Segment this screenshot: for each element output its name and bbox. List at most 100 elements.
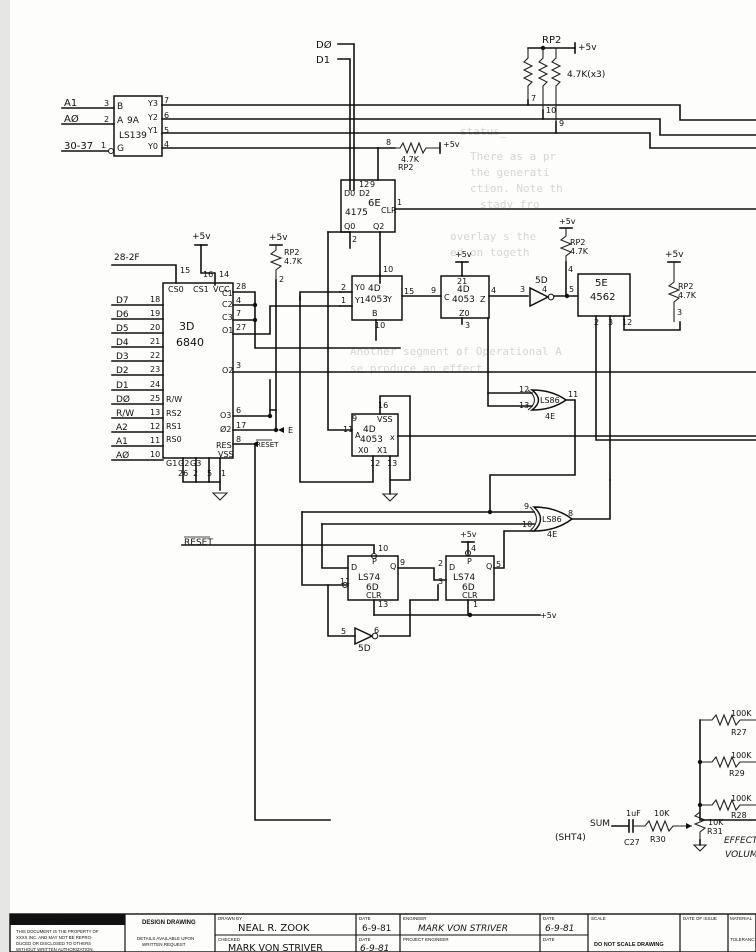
svg-text:D6: D6 [116, 310, 129, 320]
svg-text:2: 2 [279, 275, 284, 284]
svg-text:RS0: RS0 [166, 435, 182, 444]
volume-label: VOLUME [725, 850, 756, 860]
ic-3d-6840 [162, 282, 234, 459]
svg-text:9: 9 [431, 286, 436, 295]
svg-text:+5v: +5v [460, 530, 477, 539]
title-block: PROPRIETARY THIS DOCUMENT IS THE PROPERT… [9, 913, 756, 952]
svg-text:Y1: Y1 [354, 296, 365, 305]
svg-text:2: 2 [341, 283, 346, 292]
svg-text:D3: D3 [116, 352, 129, 362]
svg-text:O2: O2 [222, 366, 233, 375]
svg-text:Ø2: Ø2 [220, 424, 231, 434]
signal-label-a0: AØ [64, 113, 79, 125]
svg-text:G: G [117, 144, 124, 154]
svg-text:100K: 100K [731, 751, 752, 760]
svg-text:overlay s the: overlay s the [450, 230, 536, 243]
svg-text:2: 2 [104, 115, 109, 124]
svg-text:Y3: Y3 [147, 99, 158, 108]
drawn-by-name: NEAL R. ZOOK [238, 923, 310, 934]
ic-6d-right-part: LS74 [453, 573, 475, 583]
ic-4d-top-part: 4053 [365, 295, 388, 305]
svg-text:Q2: Q2 [373, 222, 384, 231]
ic-5e-part: 4562 [590, 292, 615, 303]
svg-text:+5v: +5v [443, 140, 460, 149]
svg-text:D5: D5 [116, 324, 129, 334]
svg-text:R28: R28 [731, 811, 747, 820]
svg-text:11: 11 [568, 390, 578, 399]
xor-gate-4e-upper [529, 389, 568, 411]
svg-text:CS1: CS1 [193, 285, 209, 294]
svg-text:13: 13 [150, 408, 160, 417]
svg-text:11: 11 [340, 577, 350, 586]
supply-3d: +5v [192, 232, 211, 242]
svg-text:5: 5 [496, 560, 501, 569]
ic-4d-mid-part: 4053 [452, 295, 475, 305]
rp2-top-label: RP2 [542, 35, 561, 46]
svg-text:DATE: DATE [359, 937, 371, 942]
svg-text:6: 6 [236, 406, 241, 415]
svg-text:4: 4 [164, 140, 169, 149]
svg-text:3: 3 [520, 285, 525, 294]
svg-text:9: 9 [352, 414, 357, 423]
ic-6e-part: 4175 [345, 208, 368, 218]
svg-text:Y1: Y1 [147, 126, 158, 135]
svg-text:3: 3 [438, 577, 443, 586]
svg-text:PROJECT ENGINEER: PROJECT ENGINEER [403, 937, 449, 942]
svg-text:100K: 100K [731, 794, 752, 803]
svg-text:D: D [351, 563, 357, 572]
ic-6d-ls74-left [347, 555, 399, 601]
svg-text:15: 15 [404, 287, 414, 296]
ic-4d-4053-mid [440, 275, 490, 319]
svg-text:C2: C2 [222, 300, 233, 309]
svg-text:10K: 10K [654, 809, 670, 818]
xor-4e-upper-ref: 4E [545, 412, 555, 421]
svg-text:A2: A2 [116, 423, 128, 433]
svg-text:10: 10 [383, 265, 393, 274]
svg-text:8: 8 [386, 138, 391, 147]
svg-text:27: 27 [236, 323, 246, 332]
signal-label-e: E [288, 426, 293, 435]
engineer-name: MARK VON STRIVER [418, 924, 508, 934]
svg-text:3: 3 [465, 321, 470, 330]
do-not-scale: DO NOT SCALE DRAWING [594, 942, 664, 948]
svg-text:D0: D0 [344, 189, 355, 198]
svg-text:2: 2 [352, 235, 357, 244]
svg-text:Q: Q [486, 562, 492, 571]
svg-text:CLR: CLR [462, 591, 478, 600]
svg-text:MATERIAL: MATERIAL [730, 916, 753, 921]
ic-3d-part: 6840 [176, 336, 204, 349]
svg-text:Q0: Q0 [344, 222, 355, 231]
svg-text:DATE: DATE [359, 916, 371, 921]
svg-text:VSS: VSS [377, 415, 393, 424]
svg-text:3: 3 [104, 99, 109, 108]
ic-4d-4053-bottom [351, 413, 399, 457]
svg-text:VCC: VCC [213, 285, 230, 294]
svg-text:X0: X0 [358, 446, 369, 455]
svg-text:D7: D7 [116, 296, 129, 306]
svg-text:6: 6 [164, 111, 169, 120]
xor-gate-4e-lower [532, 506, 574, 532]
svg-text:1: 1 [341, 296, 346, 305]
effect-label: EFFECT [724, 836, 756, 846]
svg-text:P: P [372, 557, 377, 566]
svg-text:x: x [390, 433, 395, 442]
rp2-left-value: 4.7K [284, 257, 303, 266]
ic-6d-left-part: LS74 [358, 573, 380, 583]
xor-4e-upper-part: LS86 [540, 396, 560, 405]
xor-4e-lower-ref: 4E [547, 530, 557, 539]
svg-text:1: 1 [397, 198, 402, 207]
proprietary-notice-3: DUCED OR DISCLOSED TO OTHERS [16, 941, 91, 946]
ic-5e-4562 [577, 273, 631, 317]
svg-text:5: 5 [341, 627, 346, 636]
svg-text:D2: D2 [116, 366, 129, 376]
svg-text:10: 10 [378, 544, 388, 553]
svg-text:R27: R27 [731, 728, 747, 737]
svg-text:D4: D4 [116, 338, 129, 348]
svg-text:+5v: +5v [455, 250, 472, 259]
svg-text:O3: O3 [220, 411, 231, 420]
details-available-2: WRITTEN REQUEST [142, 942, 186, 947]
rp2-top-supply: +5v [578, 43, 597, 53]
svg-text:100K: 100K [731, 709, 752, 718]
svg-text:10K: 10K [708, 818, 724, 827]
